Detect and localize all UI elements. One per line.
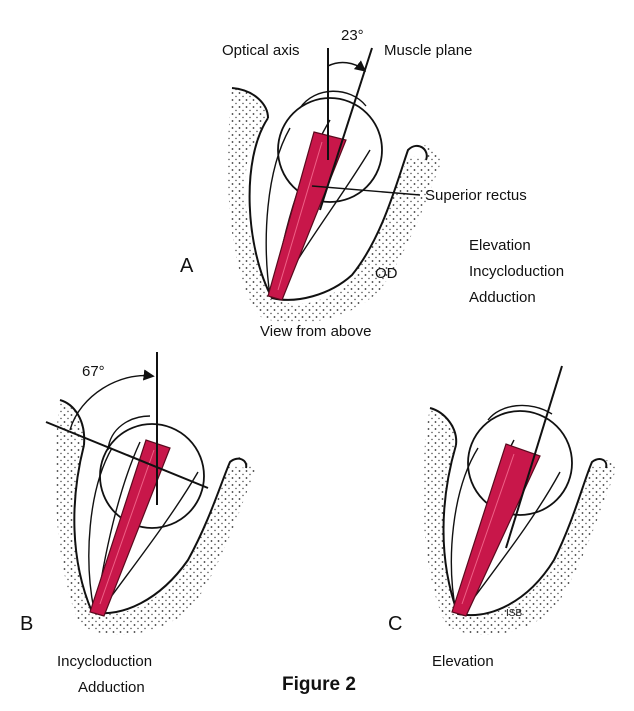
axis-line-c <box>505 365 563 549</box>
panel-letter-c: C <box>388 613 402 635</box>
muscle-band-b1 <box>88 447 113 611</box>
panel-a: 23° Optical axis Muscle plane Superior r… <box>180 27 564 340</box>
superior-rectus-label: Superior rectus <box>425 187 527 204</box>
muscle-highlight-b <box>99 449 155 605</box>
action-c-1: Elevation <box>432 653 494 670</box>
cornea-a <box>299 90 367 109</box>
superior-rectus-muscle-b <box>89 439 171 617</box>
muscle-plane-line-a <box>319 47 373 211</box>
action-a-3: Adduction <box>469 289 536 306</box>
muscle-highlight-a <box>277 141 323 291</box>
angle-arc-b <box>69 369 155 431</box>
superior-rectus-leader <box>311 185 421 196</box>
panel-letter-b: B <box>20 613 33 635</box>
orbit-rim-b <box>59 399 86 446</box>
muscle-band-a1 <box>265 127 291 297</box>
eye-label-od: OD <box>375 265 398 282</box>
figure-title: Figure 2 <box>282 674 356 695</box>
action-b-2: Adduction <box>78 679 145 696</box>
action-a-1: Elevation <box>469 237 531 254</box>
orbit-rim-a <box>231 87 269 119</box>
view-label: View from above <box>260 323 371 340</box>
muscle-band-c1 <box>450 447 479 613</box>
cornea-b <box>107 415 151 451</box>
cornea-c <box>487 404 553 421</box>
panel-b: 67° B Incycloduction Adduction <box>20 352 256 696</box>
orbit-wall-a <box>227 88 442 323</box>
angle-label-a: 23° <box>341 27 364 44</box>
angle-arc-a <box>327 60 367 72</box>
action-b-1: Incycloduction <box>57 653 152 670</box>
angle-label-b: 67° <box>82 363 105 380</box>
corner-mark-c: ISB <box>506 608 522 619</box>
tilted-axis-line-b <box>45 421 209 489</box>
panel-letter-a: A <box>180 255 194 277</box>
orbit-wall-b <box>55 400 256 635</box>
muscle-plane-label: Muscle plane <box>384 42 472 59</box>
superior-rectus-muscle-c <box>451 443 541 617</box>
muscle-highlight-c <box>461 453 515 605</box>
action-a-2: Incycloduction <box>469 263 564 280</box>
orbit-wall-c <box>422 408 616 635</box>
panel-c: ISB C Elevation <box>388 365 616 670</box>
orbit-rim-c <box>429 407 458 446</box>
optical-axis-label: Optical axis <box>222 42 300 59</box>
